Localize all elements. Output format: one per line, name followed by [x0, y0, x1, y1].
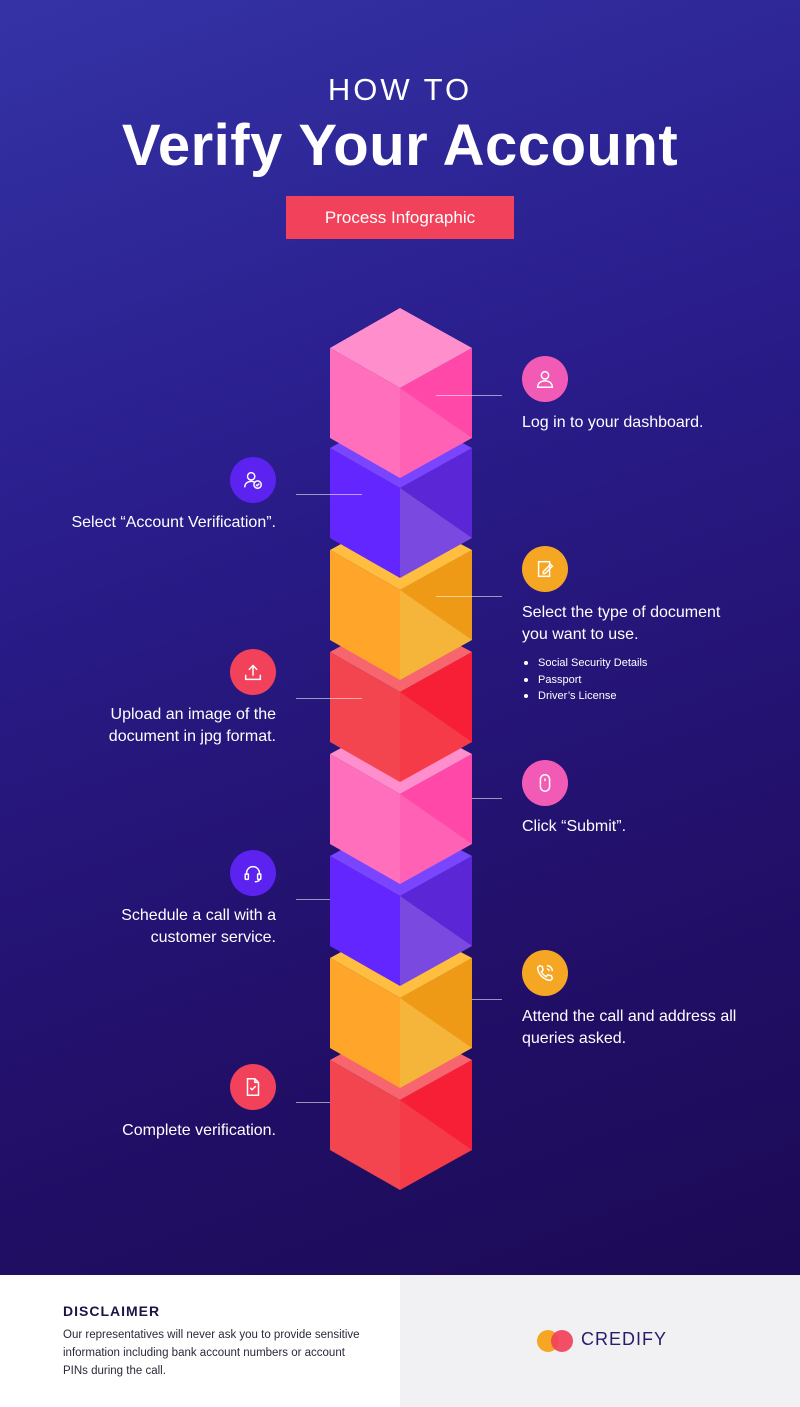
user-check-icon — [230, 457, 276, 503]
disclaimer-title: DISCLAIMER — [63, 1303, 161, 1319]
mouse-icon — [522, 760, 568, 806]
document-type-item: Passport — [522, 672, 647, 689]
step-2-text: Select “Account Verification”. — [71, 514, 276, 531]
upload-icon — [230, 649, 276, 695]
edit-document-icon — [522, 546, 568, 592]
step-7-text: Attend the call and address all queries … — [522, 1008, 737, 1047]
step-5-text: Click “Submit”. — [522, 818, 627, 835]
document-check-icon — [230, 1064, 276, 1110]
step-6-text: Schedule a call with a customer service. — [121, 907, 276, 946]
connector-8 — [296, 1102, 330, 1103]
connector-5 — [472, 798, 502, 799]
document-type-item: Driver’s License — [522, 688, 647, 705]
page-title: Verify Your Account — [121, 113, 679, 178]
disclaimer-text: Our representatives will never ask you t… — [63, 1329, 360, 1377]
infographic-poster: HOW TO Verify Your Account Process Infog… — [0, 0, 800, 1275]
step-3-text: Select the type of document you want to … — [522, 604, 721, 643]
cube-tower — [330, 308, 472, 1190]
credify-logo-icon — [537, 1330, 573, 1352]
step-1-text: Log in to your dashboard. — [522, 414, 704, 431]
phone-call-icon — [522, 950, 568, 996]
connector-3 — [436, 596, 502, 597]
brand-name: CREDIFY — [581, 1329, 668, 1349]
user-icon — [522, 356, 568, 402]
document-type-item: Social Security Details — [522, 655, 647, 672]
disclaimer-panel — [0, 1275, 400, 1407]
step-8-text: Complete verification. — [122, 1122, 276, 1139]
headset-icon — [230, 850, 276, 896]
connector-1 — [436, 395, 502, 396]
cube-1 — [330, 308, 472, 478]
brand-panel — [400, 1275, 800, 1407]
document-type-list: Social Security Details Passport Driver’… — [522, 655, 647, 705]
pretitle: HOW TO — [327, 72, 473, 107]
connector-6 — [296, 899, 330, 900]
connector-7 — [472, 999, 502, 1000]
connector-2 — [296, 494, 362, 495]
connector-4 — [296, 698, 362, 699]
step-4-text: Upload an image of the document in jpg f… — [108, 706, 276, 745]
process-badge: Process Infographic — [286, 196, 514, 239]
